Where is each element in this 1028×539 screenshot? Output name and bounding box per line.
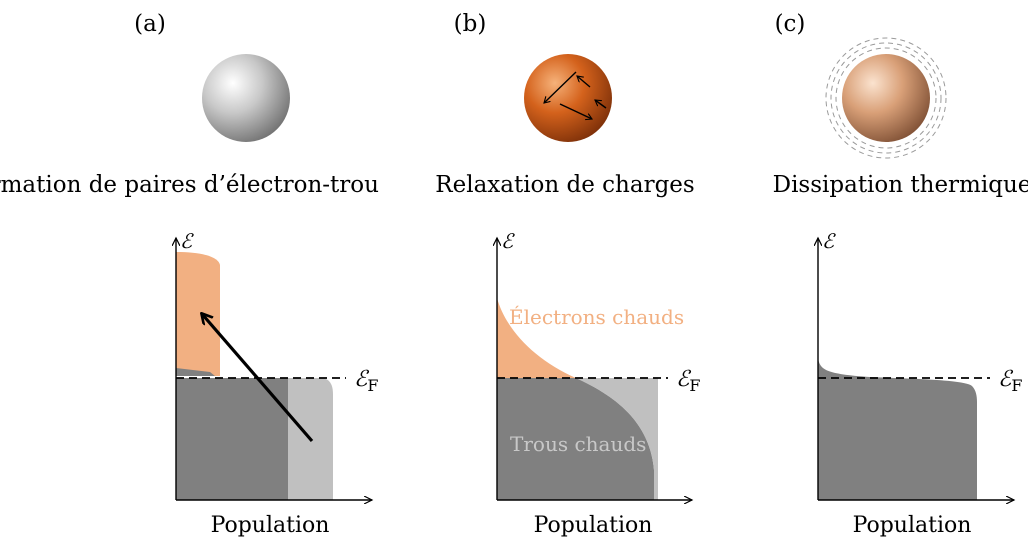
process-label-a: Formation de paires d’électron-trou — [0, 172, 379, 198]
panel-a: (a) Formation de paires d’électron-trou … — [0, 11, 379, 538]
hot-electrons-tail — [497, 298, 576, 378]
excitation-arrow — [202, 314, 314, 443]
occupied-electrons-region — [176, 378, 288, 500]
population-label-b: Population — [534, 513, 653, 538]
fermi-label-c: ℰF — [998, 367, 1022, 395]
hot-holes-region — [576, 378, 658, 500]
hot-electrons-label: Électrons chauds — [509, 305, 684, 329]
heat-dissipation-rings — [825, 37, 947, 159]
tail-sliver — [176, 368, 215, 376]
hot-electrons-region — [176, 252, 220, 376]
panel-c: (c) Dissipation thermique ℰ ℰF Populatio… — [773, 11, 1028, 538]
thermalized-distribution — [818, 358, 977, 500]
occupied-electrons-region — [497, 378, 654, 500]
relaxation-arrows — [544, 71, 607, 119]
fermi-label-b: ℰF — [676, 367, 700, 395]
process-label-c: Dissipation thermique — [773, 172, 1028, 198]
energy-axis-label-a: ℰ — [180, 229, 194, 253]
bronze-nanoparticle — [842, 54, 930, 142]
silver-nanoparticle — [202, 54, 290, 142]
fermi-label-a: ℰF — [354, 367, 378, 395]
population-label-a: Population — [211, 513, 330, 538]
panel-b: (b) Relaxation de charges Électrons chau… — [435, 11, 700, 538]
population-label-c: Population — [853, 513, 972, 538]
energy-axis-label-c: ℰ — [822, 229, 836, 253]
hot-holes-label: Trous chauds — [510, 432, 646, 456]
panel-letter-b: (b) — [454, 11, 487, 37]
process-label-b: Relaxation de charges — [435, 172, 694, 198]
energy-axis-label-b: ℰ — [501, 229, 515, 253]
panel-letter-a: (a) — [134, 11, 166, 37]
copper-nanoparticle — [524, 54, 612, 142]
panel-letter-c: (c) — [775, 11, 806, 37]
